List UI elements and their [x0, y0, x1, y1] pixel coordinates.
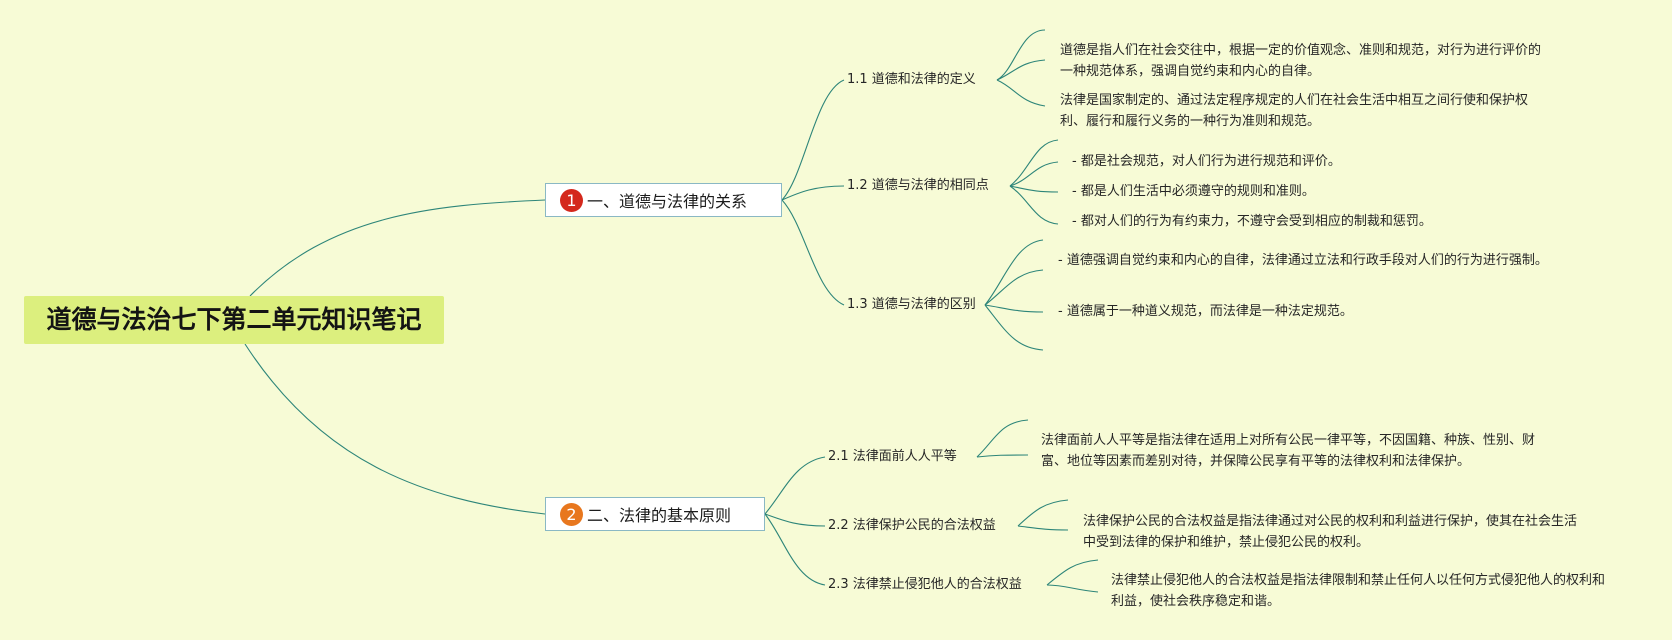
connector-sub22-leaf-b: [1017, 525, 1069, 531]
connector-sub11-leaf-a: [996, 29, 1046, 81]
connector-topic2-sub22: [764, 513, 826, 527]
connector-sub12-leaf-d: [1009, 185, 1059, 225]
connector-sub23-leaf-b: [1046, 584, 1099, 593]
connector-topic2-sub23: [764, 513, 826, 586]
connector-sub13-leaf-b: [984, 269, 1044, 306]
number-badge-2: 2: [560, 502, 583, 526]
connector-sub11-leaf-b: [996, 59, 1046, 81]
leaf-1-1-a[interactable]: 道德是指人们在社会交往中，根据一定的价值观念、准则和规范，对行为进行评价的一种规…: [1060, 43, 1542, 79]
subtopic-1-2[interactable]: 1.2 道德与法律的相同点: [847, 178, 989, 193]
subtopic-2-1[interactable]: 2.1 法律面前人人平等: [828, 449, 957, 464]
connector-sub21-leaf-b: [976, 454, 1029, 458]
connector-topic1-sub12: [781, 185, 845, 201]
subtopic-2-2[interactable]: 2.2 法律保护公民的合法权益: [828, 518, 996, 533]
connector-sub12-leaf-c: [1009, 185, 1059, 193]
connector-sub22-leaf-a: [1017, 499, 1069, 527]
connector-sub12-leaf-b: [1009, 161, 1059, 187]
root-node[interactable]: 道德与法治七下第二单元知识笔记: [24, 296, 444, 344]
subtopic-1-3[interactable]: 1.3 道德与法律的区别: [847, 297, 976, 312]
leaf-1-2-c[interactable]: - 都对人们的行为有约束力，不遵守会受到相应的制裁和惩罚。: [1072, 214, 1432, 229]
subtopic-1-1[interactable]: 1.1 道德和法律的定义: [847, 72, 976, 87]
leaf-2-3-a[interactable]: 法律禁止侵犯他人的合法权益是指法律限制和禁止任何人以任何方式侵犯他人的权利和利益…: [1111, 573, 1606, 609]
connector-topic2-sub21: [764, 456, 826, 515]
connector-topic1-sub13: [781, 199, 845, 306]
leaf-1-2-b[interactable]: - 都是人们生活中必须遵守的规则和准则。: [1072, 184, 1315, 199]
leaf-2-2-a[interactable]: 法律保护公民的合法权益是指法律通过对公民的权利和利益进行保护，使其在社会生活中受…: [1083, 514, 1578, 550]
leaf-2-1-a[interactable]: 法律面前人人平等是指法律在适用上对所有公民一律平等，不因国籍、种族、性别、财富、…: [1041, 433, 1536, 469]
leaf-1-2-a[interactable]: - 都是社会规范，对人们行为进行规范和评价。: [1072, 154, 1341, 169]
connector-sub11-leaf-c: [996, 79, 1046, 107]
connector-sub13-leaf-c: [984, 304, 1044, 313]
topic-label-1: 一、道德与法律的关系: [587, 192, 748, 211]
subtopic-2-3[interactable]: 2.3 法律禁止侵犯他人的合法权益: [828, 577, 1022, 592]
number-badge-1: 1: [560, 188, 583, 212]
topic-node-2[interactable]: 2 二、法律的基本原则: [545, 497, 765, 531]
topic-node-1[interactable]: 1 一、道德与法律的关系: [545, 183, 782, 217]
root-title: 道德与法治七下第二单元知识笔记: [46, 305, 422, 334]
connector-sub13-leaf-a: [984, 239, 1044, 306]
connector-root-topic2: [244, 343, 546, 515]
connector-sub21-leaf-a: [976, 419, 1029, 458]
connector-sub12-leaf-a: [1009, 139, 1059, 187]
leaf-1-3-b[interactable]: - 道德属于一种道义规范，而法律是一种法定规范。: [1058, 304, 1353, 319]
connector-root-topic1: [249, 199, 546, 297]
connector-sub13-leaf-d: [984, 304, 1044, 351]
topic-label-2: 二、法律的基本原则: [587, 506, 732, 525]
leaf-1-3-a[interactable]: - 道德强调自觉约束和内心的自律，法律通过立法和行政手段对人们的行为进行强制。: [1058, 253, 1548, 268]
connector-topic1-sub11: [781, 79, 845, 201]
connector-sub23-leaf-a: [1046, 559, 1099, 586]
leaf-1-1-b[interactable]: 法律是国家制定的、通过法定程序规定的人们在社会生活中相互之间行使和保护权利、履行…: [1060, 93, 1529, 129]
